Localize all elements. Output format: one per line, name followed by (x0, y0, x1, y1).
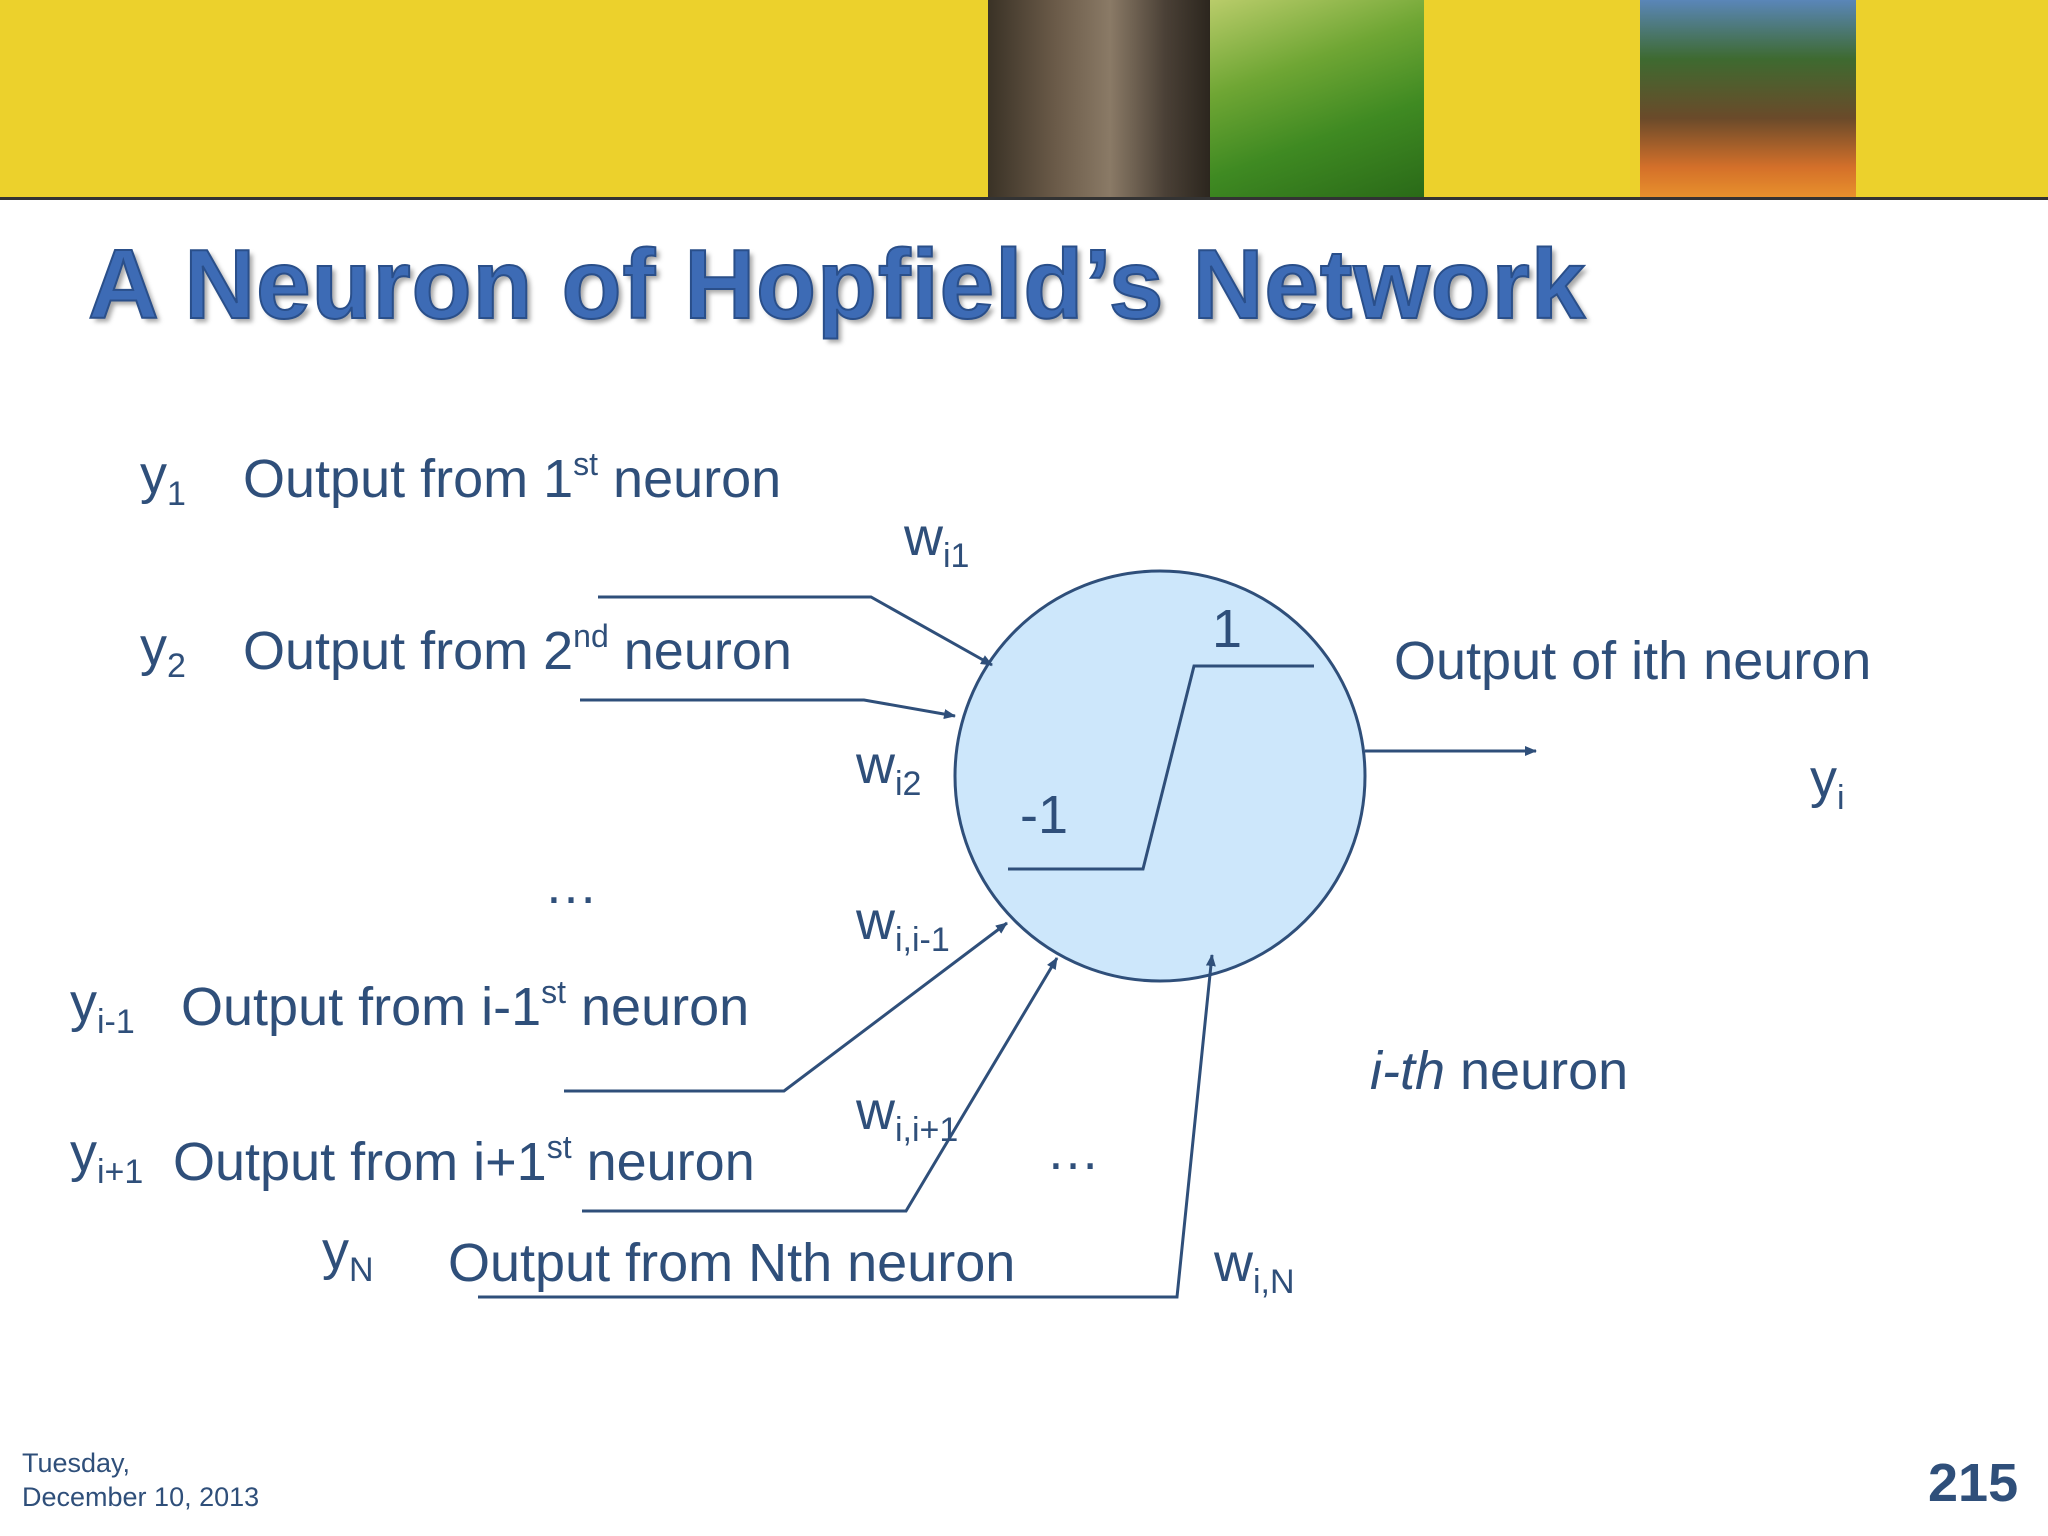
input-line-i-plus-1 (582, 957, 1059, 1213)
input-label-n: Output from Nth neuron (448, 1233, 1016, 1293)
slide-title: A Neuron of Hopfield’s Network (87, 228, 1587, 340)
input-var-n: yN (322, 1221, 374, 1289)
header-photo-forest (988, 0, 1210, 197)
weight-label-i-i-plus-1: wi,i+1 (856, 1081, 959, 1149)
activation-low-label: -1 (1020, 785, 1069, 845)
input-label-i-plus-1: Output from i+1st neuron (173, 1129, 755, 1192)
output-label: Output of ith neuron (1394, 631, 1872, 691)
activation-step-function (1008, 664, 1314, 871)
weight-label-i-i-minus-1: wi,i-1 (856, 891, 950, 959)
input-line-2 (580, 698, 956, 720)
output-var: yi (1810, 749, 1845, 817)
input-label-1: Output from 1st neuron (243, 446, 782, 509)
page-number: 215 (1928, 1453, 2019, 1513)
neuron-body (953, 569, 1367, 983)
input-var-2: y2 (140, 617, 186, 685)
input-line-1 (598, 595, 993, 667)
footer-date: Tuesday, December 10, 2013 (22, 1448, 260, 1512)
input-var-i-minus-1: yi-1 (70, 973, 135, 1041)
activation-high-label: 1 (1212, 599, 1243, 659)
weight-label-i-n: wi,N (1214, 1233, 1295, 1301)
header-photo-tree (1640, 0, 1856, 197)
neuron-label: i-th neuron (1370, 1041, 1629, 1101)
ellipsis-inputs: … (544, 855, 598, 915)
weight-label-i2: wi2 (856, 735, 922, 803)
input-label-i-minus-1: Output from i-1st neuron (181, 974, 750, 1037)
input-var-1: y1 (140, 445, 186, 513)
weight-label-i1: wi1 (904, 507, 970, 575)
input-line-n (478, 954, 1216, 1299)
input-line-i-minus-1 (564, 921, 1008, 1093)
input-var-i-plus-1: yi+1 (70, 1123, 144, 1191)
input-label-2: Output from 2nd neuron (243, 618, 792, 681)
header-photo-field (1210, 0, 1424, 197)
ellipsis-weights: … (1046, 1121, 1100, 1181)
